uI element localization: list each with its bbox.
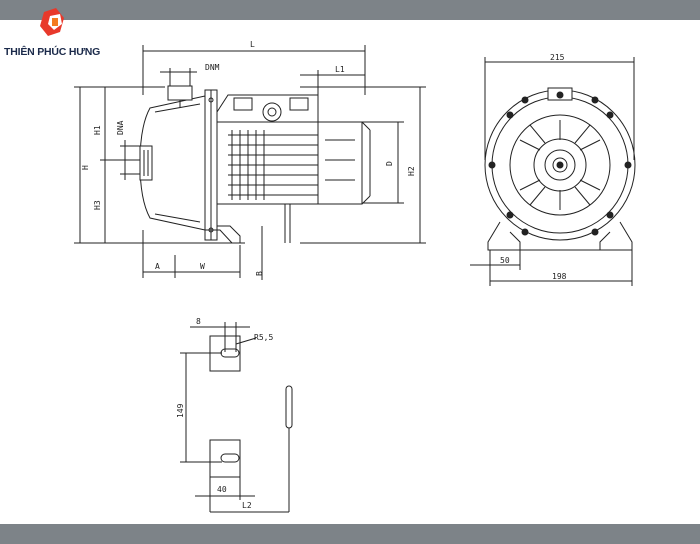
- dim-L1: L1: [335, 65, 345, 74]
- bottom-bar: [0, 524, 700, 544]
- dim-DNA: DNA: [116, 120, 125, 135]
- top-bar: [0, 0, 700, 20]
- brand-name: THIÊN PHÚC HƯNG: [4, 46, 101, 58]
- front-view: 215: [470, 53, 636, 286]
- dim-B: B: [255, 271, 264, 276]
- dim-50: 50: [500, 256, 510, 265]
- dim-DNM: DNM: [205, 63, 220, 72]
- dim-149: 149: [176, 403, 185, 418]
- dim-H3: H3: [93, 200, 102, 210]
- foot-detail: 8 R5,5 149 40 L2: [176, 317, 293, 513]
- dim-8: 8: [196, 317, 201, 326]
- dim-R5-5: R5,5: [254, 333, 273, 342]
- side-view: L DNM L1 H H1 H3 DNA D H2: [74, 40, 426, 280]
- dim-198: 198: [552, 272, 567, 281]
- dim-L: L: [250, 40, 255, 49]
- dim-D: D: [385, 161, 394, 166]
- brand-logo: THIÊN PHÚC HƯNG: [4, 6, 114, 60]
- dim-40: 40: [217, 485, 227, 494]
- dim-W: W: [200, 262, 205, 271]
- dim-H: H: [81, 165, 90, 170]
- dim-H1: H1: [93, 125, 102, 135]
- dim-L2: L2: [242, 501, 252, 510]
- brand-logo-mark: [40, 8, 64, 36]
- dim-215: 215: [550, 53, 565, 62]
- dim-A: A: [155, 262, 160, 271]
- dim-H2: H2: [407, 166, 416, 176]
